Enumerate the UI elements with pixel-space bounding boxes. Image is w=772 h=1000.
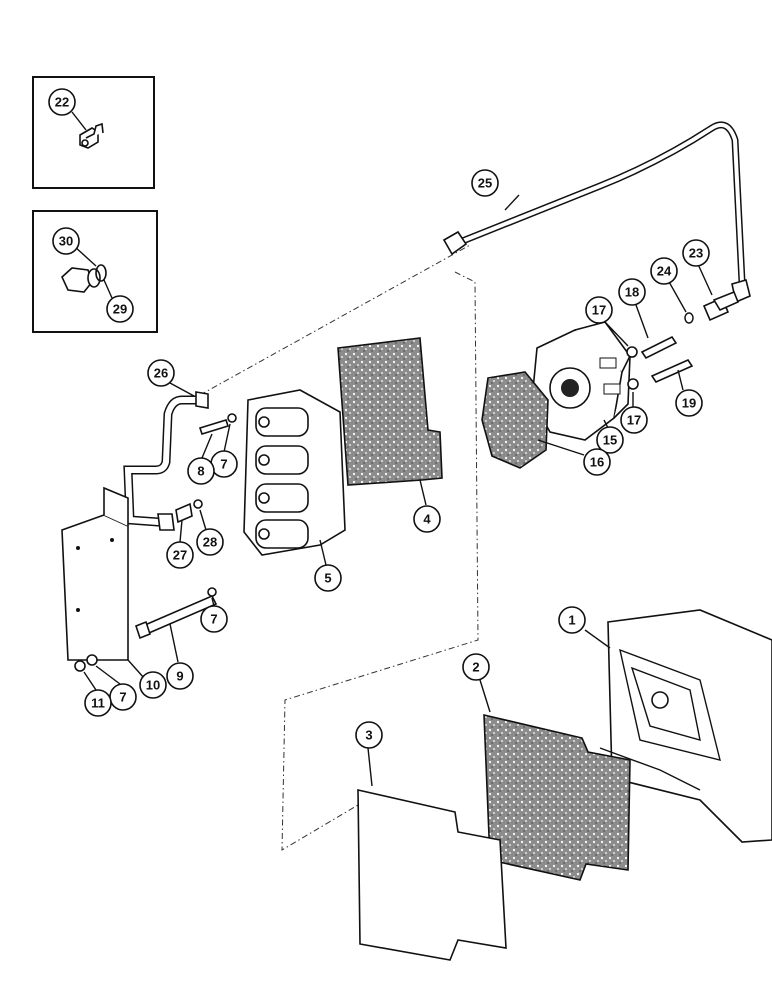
callout-27: 27: [166, 541, 194, 569]
callout-7-lower: 7: [109, 683, 137, 711]
callout-2: 2: [462, 653, 490, 681]
svg-text:3: 3: [365, 728, 372, 743]
svg-text:23: 23: [689, 246, 703, 261]
callout-16: 16: [583, 448, 611, 476]
gasket-4: [337, 337, 443, 486]
gasket-2: [483, 713, 631, 881]
callout-29: 29: [106, 295, 134, 323]
svg-text:30: 30: [59, 234, 73, 249]
svg-text:11: 11: [91, 696, 105, 711]
housing-15: [531, 321, 631, 441]
callout-5: 5: [314, 564, 342, 592]
bracket-10: [61, 486, 129, 661]
callout-10: 10: [139, 671, 167, 699]
callout-18: 18: [618, 278, 646, 306]
svg-text:10: 10: [146, 678, 160, 693]
svg-text:17: 17: [592, 303, 606, 318]
svg-text:8: 8: [197, 464, 204, 479]
callout-19: 19: [675, 389, 703, 417]
callout-17-lower: 17: [620, 406, 648, 434]
svg-text:7: 7: [210, 612, 217, 627]
svg-text:25: 25: [478, 176, 492, 191]
callout-7-middle: 7: [200, 605, 228, 633]
svg-text:16: 16: [590, 455, 604, 470]
callout-22: 22: [48, 88, 76, 116]
svg-text:7: 7: [119, 690, 126, 705]
alignment-line-upper: [199, 244, 471, 396]
svg-text:27: 27: [173, 548, 187, 563]
callout-30: 30: [52, 227, 80, 255]
valve-block-5: [243, 389, 346, 556]
callout-25: 25: [471, 169, 499, 197]
svg-text:1: 1: [568, 613, 575, 628]
callout-1: 1: [558, 606, 586, 634]
callout-9: 9: [166, 662, 194, 690]
plate-3: [357, 788, 507, 961]
callout-23: 23: [682, 239, 710, 267]
svg-text:4: 4: [423, 512, 431, 527]
svg-text:2: 2: [472, 660, 479, 675]
alignment-line-frame: [281, 271, 479, 851]
svg-text:15: 15: [603, 433, 617, 448]
svg-text:26: 26: [154, 366, 168, 381]
svg-text:9: 9: [176, 669, 183, 684]
svg-text:5: 5: [324, 571, 331, 586]
svg-text:29: 29: [113, 302, 127, 317]
svg-text:24: 24: [657, 264, 672, 279]
svg-text:19: 19: [682, 396, 696, 411]
inset-box-plug: [32, 210, 158, 333]
svg-text:22: 22: [55, 95, 69, 110]
callout-26: 26: [147, 359, 175, 387]
callout-11: 11: [84, 689, 112, 717]
callout-15: 15: [596, 426, 624, 454]
hose-26: [123, 395, 201, 527]
callout-24: 24: [650, 257, 678, 285]
callout-3: 3: [355, 721, 383, 749]
callout-4: 4: [413, 505, 441, 533]
callout-7-upper: 7: [210, 450, 238, 478]
housing-1: [599, 609, 772, 843]
callout-8: 8: [187, 457, 215, 485]
svg-text:17: 17: [627, 413, 641, 428]
gasket-16: [481, 371, 549, 469]
svg-text:18: 18: [625, 285, 639, 300]
svg-text:28: 28: [203, 535, 217, 550]
callout-17-upper: 17: [585, 296, 613, 324]
svg-text:7: 7: [220, 457, 227, 472]
callout-28: 28: [196, 528, 224, 556]
